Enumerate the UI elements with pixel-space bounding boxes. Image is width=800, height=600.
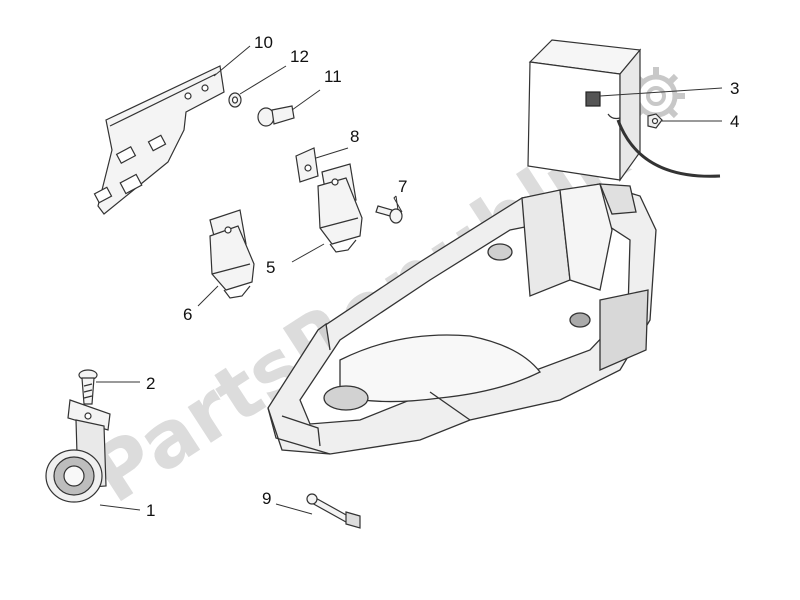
callout-12: 12 [239,47,309,95]
helmet-compartment [267,183,657,455]
part-8-clip [295,147,319,183]
part-12-washer [228,92,242,108]
part-10-bracket-plate [93,65,225,215]
callout-3: 3 [599,79,739,98]
callout-6: 6 [183,285,219,324]
callout-5: 5 [266,243,325,277]
callout-label-5: 5 [266,258,275,277]
callout-4: 4 [662,112,739,131]
callout-label-4: 4 [730,112,739,131]
callout-8: 8 [315,127,359,159]
callout-10: 10 [213,33,273,77]
part-7-screw [375,205,403,224]
part-1-horn [45,399,111,503]
callout-label-10: 10 [254,33,273,52]
callout-label-3: 3 [730,79,739,98]
part-3-battery [527,39,721,182]
callout-2: 2 [96,374,155,393]
part-6-relay [209,209,255,299]
callout-label-7: 7 [398,177,407,196]
callout-9: 9 [262,489,313,515]
callout-label-6: 6 [183,305,192,324]
part-4-nut [647,113,663,129]
callout-label-2: 2 [146,374,155,393]
callout-7: 7 [393,177,407,213]
callout-label-11: 11 [324,67,342,86]
callout-11: 11 [291,67,342,111]
callout-label-9: 9 [262,489,271,508]
part-11-screw [257,105,295,127]
callout-1: 1 [99,501,155,520]
callout-label-1: 1 [146,501,155,520]
callout-label-8: 8 [350,127,359,146]
part-5-relay [317,163,363,253]
callout-label-12: 12 [290,47,309,66]
part-2-screw [78,369,98,415]
part-9-bolt [306,493,361,529]
